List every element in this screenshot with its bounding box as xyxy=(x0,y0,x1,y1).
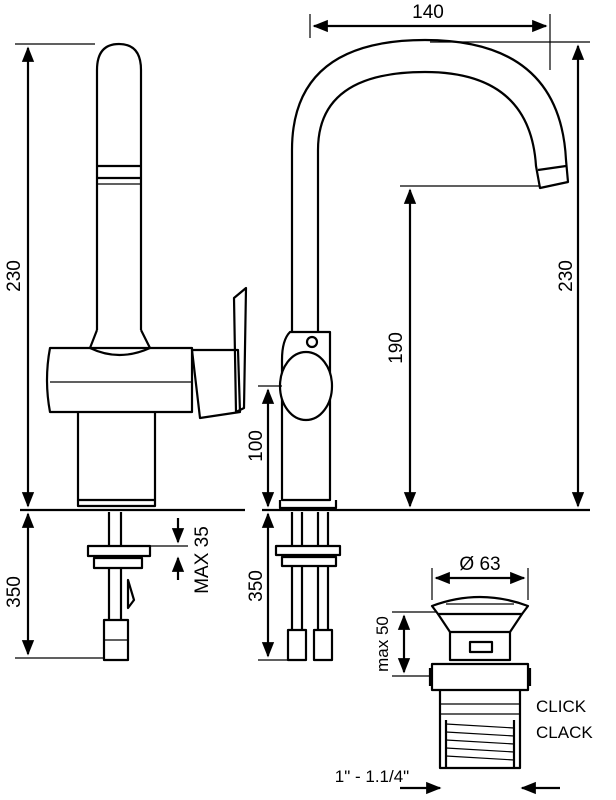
side-lever-hub xyxy=(278,350,334,422)
front-lower-body xyxy=(76,412,157,502)
type-label-line1: CLICK xyxy=(536,697,587,716)
type-label-line2: CLACK xyxy=(536,723,593,742)
side-body xyxy=(280,330,332,502)
front-spout-column xyxy=(95,42,143,330)
side-view-faucet: 140 230 190 100 350 xyxy=(246,2,590,662)
waste-body xyxy=(438,690,522,770)
thread-size-label: 1" - 1.1/4" xyxy=(335,767,409,786)
waste-nut xyxy=(430,662,530,692)
spout-height-label: 190 xyxy=(386,332,407,364)
side-mount-plate xyxy=(274,544,342,557)
body-height-label: 100 xyxy=(246,430,267,462)
front-below-counter-label: 350 xyxy=(4,576,25,608)
reach-label: 140 xyxy=(412,2,444,23)
front-mount-plate xyxy=(86,544,152,558)
waste-thread xyxy=(444,720,516,768)
waste-cap xyxy=(430,595,530,616)
max-counter-label: MAX 35 xyxy=(192,526,213,594)
diameter-label: Ø 63 xyxy=(459,554,500,575)
click-clack-waste: Ø 63 max 50 CLICK CLACK 1" - 1.1/4" xyxy=(335,554,593,795)
front-view-faucet: 230 350 MAX 35 xyxy=(4,42,248,662)
front-body-block xyxy=(45,346,194,414)
side-gooseneck-spout xyxy=(290,38,570,332)
front-lever xyxy=(190,348,242,420)
max-height-label: max 50 xyxy=(373,616,392,672)
side-below-counter-label: 350 xyxy=(246,570,267,602)
front-height-label: 230 xyxy=(4,260,25,292)
total-height-label: 230 xyxy=(556,260,577,292)
